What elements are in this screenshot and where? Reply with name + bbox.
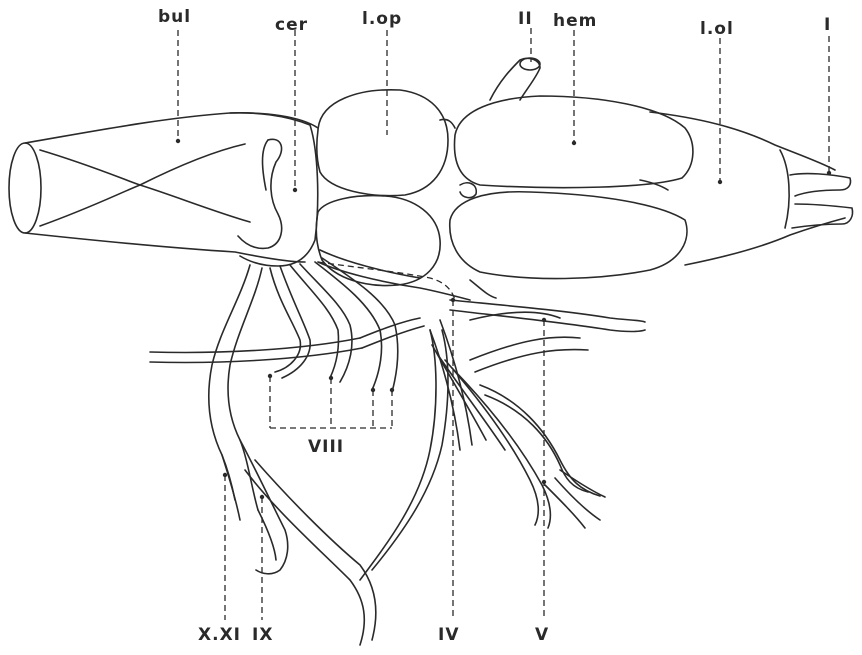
cranial-nerves-outline: [150, 250, 645, 645]
olfactory-lobe-outline: [650, 112, 853, 265]
label-lol: l.ol: [700, 19, 734, 39]
label-lop: l.op: [362, 9, 402, 29]
label-XXI: X.XI: [198, 625, 241, 645]
label-IV: IV: [438, 625, 459, 645]
hemisphere-outline: [440, 96, 693, 279]
label-I: I: [824, 15, 831, 35]
label-hem: hem: [553, 11, 597, 31]
cerebellum-outline: [230, 113, 318, 266]
optic-nerve-outline: [490, 58, 540, 100]
label-cer: cer: [275, 15, 308, 35]
label-V: V: [535, 625, 549, 645]
label-bul: bul: [158, 7, 191, 27]
label-VIII: VIII: [308, 437, 344, 457]
leader-lines: [178, 28, 829, 620]
label-IX: IX: [252, 625, 273, 645]
label-II: II: [518, 9, 533, 29]
